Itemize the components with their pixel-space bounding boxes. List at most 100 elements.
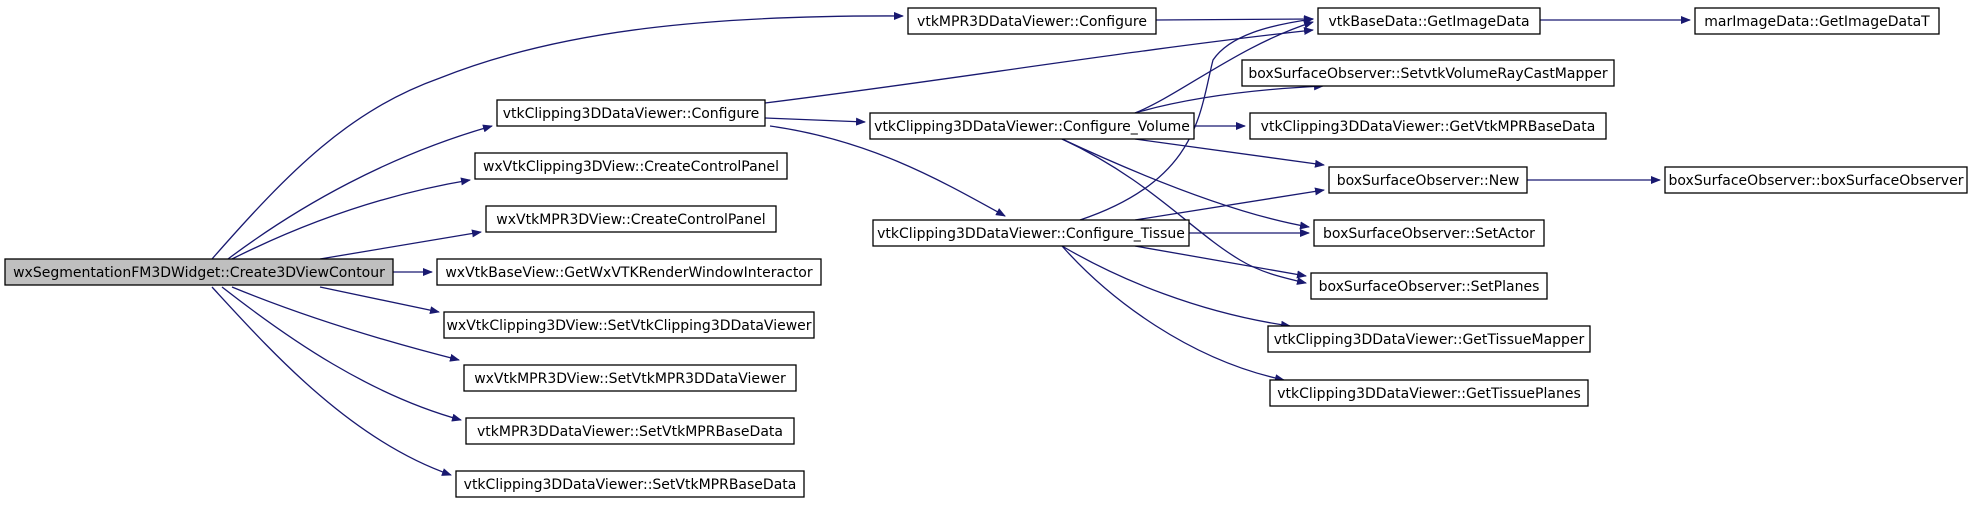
edge-configure_volume-to-getimagedata [1134, 20, 1314, 114]
node-mpr-configure[interactable]: vtkMPR3DDataViewer::Configure [907, 7, 1157, 35]
node-setplanes[interactable]: boxSurfaceObserver::SetPlanes [1310, 272, 1548, 300]
node-label: vtkBaseData::GetImageData [1328, 14, 1529, 30]
node-label: boxSurfaceObserver::SetvtkVolumeRayCastM… [1248, 66, 1607, 82]
node-clip-configure[interactable]: vtkClipping3DDataViewer::Configure [496, 99, 766, 127]
node-setmprviewer[interactable]: wxVtkMPR3DView::SetVtkMPR3DDataViewer [463, 364, 797, 392]
node-setraycast[interactable]: boxSurfaceObserver::SetvtkVolumeRayCastM… [1241, 59, 1615, 87]
node-box [869, 112, 1195, 140]
node-label: vtkClipping3DDataViewer::GetTissuePlanes [1277, 386, 1580, 402]
edge-root-to-mpr_configure [211, 11, 904, 260]
node-box [907, 7, 1157, 35]
node-label: wxSegmentationFM3DWidget::Create3DViewCo… [13, 265, 385, 281]
node-label: vtkMPR3DDataViewer::SetVtkMPRBaseData [477, 424, 783, 440]
edge-path [1134, 138, 1325, 168]
edge-path [1134, 187, 1325, 221]
edge-path [211, 286, 452, 476]
node-setactor[interactable]: boxSurfaceObserver::SetActor [1313, 219, 1545, 247]
node-box [872, 219, 1190, 247]
edge-path [1079, 16, 1314, 221]
node-getmprbase[interactable]: vtkClipping3DDataViewer::GetVtkMPRBaseDa… [1249, 112, 1607, 140]
edge-configure_volume-to-bso_new [1134, 138, 1325, 168]
edge-configure_tissue-to-getimagedata [1079, 16, 1314, 221]
edge-configure_tissue-to-gettissuemapper [1061, 245, 1291, 329]
edge-root-to-clip_setbase [211, 286, 452, 476]
node-getimagedata[interactable]: vtkBaseData::GetImageData [1317, 7, 1541, 35]
edge-clip_configure-to-configure_tissue [769, 125, 1006, 217]
node-box [1267, 325, 1591, 353]
edge-path [1061, 138, 1310, 230]
node-label: boxSurfaceObserver::SetPlanes [1319, 279, 1540, 295]
node-box [443, 311, 815, 339]
node-box [1313, 219, 1545, 247]
edge-root-to-setclipviewer [319, 286, 440, 315]
edge-configure_volume-to-setraycast [1134, 82, 1324, 114]
edge-path [1134, 20, 1314, 114]
node-label: vtkClipping3DDataViewer::GetVtkMPRBaseDa… [1261, 119, 1596, 135]
edge-path [319, 229, 482, 260]
node-label: boxSurfaceObserver::SetActor [1323, 226, 1535, 242]
node-label: boxSurfaceObserver::New [1337, 173, 1520, 189]
edge-configure_volume-to-setactor [1061, 138, 1310, 230]
node-getimagedatat[interactable]: marImageData::GetImageDataT [1694, 7, 1940, 35]
edge-path [1134, 245, 1307, 279]
node-box [4, 258, 394, 286]
edge-path [764, 27, 1314, 104]
node-box [1269, 379, 1589, 407]
node-box [1317, 7, 1541, 35]
node-configure-tissue[interactable]: vtkClipping3DDataViewer::Configure_Tissu… [872, 219, 1190, 247]
node-label: marImageData::GetImageDataT [1704, 14, 1930, 30]
edge-path [1134, 82, 1324, 114]
edge-configure_tissue-to-gettissueplanes [1061, 245, 1285, 383]
node-getinteractor[interactable]: wxVtkBaseView::GetWxVTKRenderWindowInter… [436, 258, 822, 286]
edge-configure_volume-to-setplanes [1061, 138, 1307, 285]
edge-path [231, 177, 471, 260]
node-gettissueplanes[interactable]: vtkClipping3DDataViewer::GetTissuePlanes [1269, 379, 1589, 407]
node-clip-setbase[interactable]: vtkClipping3DDataViewer::SetVtkMPRBaseDa… [455, 470, 805, 498]
node-box [1694, 7, 1940, 35]
edge-path [1061, 138, 1307, 285]
node-label: wxVtkMPR3DView::CreateControlPanel [496, 212, 765, 228]
node-bso-new[interactable]: boxSurfaceObserver::New [1328, 166, 1528, 194]
edge-clip_configure-to-configure_volume [764, 117, 866, 126]
node-mpr-setbase[interactable]: vtkMPR3DDataViewer::SetVtkMPRBaseData [465, 417, 795, 445]
edge-path [319, 286, 440, 315]
node-box [1241, 59, 1615, 87]
edge-configure_tissue-to-bso_new [1134, 187, 1325, 221]
edge-root-to-setmprviewer [231, 286, 460, 362]
node-box [1328, 166, 1528, 194]
node-gettissuemapper[interactable]: vtkClipping3DDataViewer::GetTissueMapper [1267, 325, 1591, 353]
edge-path [231, 286, 460, 362]
node-mpr-createpanel[interactable]: wxVtkMPR3DView::CreateControlPanel [485, 205, 777, 233]
edge-root-to-mpr_createpanel [319, 229, 482, 260]
node-clip-createpanel[interactable]: wxVtkClipping3DView::CreateControlPanel [474, 152, 788, 180]
node-bso-ctor[interactable]: boxSurfaceObserver::boxSurfaceObserver [1664, 166, 1968, 194]
edge-path [227, 124, 493, 260]
node-label: wxVtkClipping3DView::CreateControlPanel [483, 159, 779, 175]
node-box [463, 364, 797, 392]
edge-root-to-clip_createpanel [231, 177, 471, 260]
edge-path [211, 11, 904, 260]
edge-path [769, 125, 1006, 217]
node-label: vtkClipping3DDataViewer::Configure_Volum… [874, 119, 1190, 135]
node-box [465, 417, 795, 445]
node-box [1310, 272, 1548, 300]
edge-root-to-clip_configure [227, 124, 493, 260]
node-setclipviewer[interactable]: wxVtkClipping3DView::SetVtkClipping3DDat… [443, 311, 815, 339]
edge-path [221, 286, 462, 422]
node-label: wxVtkBaseView::GetWxVTKRenderWindowInter… [445, 265, 813, 281]
node-box [1249, 112, 1607, 140]
node-root[interactable]: wxSegmentationFM3DWidget::Create3DViewCo… [4, 258, 394, 286]
edge-path [1061, 245, 1291, 329]
node-label: vtkClipping3DDataViewer::Configure_Tissu… [877, 226, 1185, 242]
node-layer: wxSegmentationFM3DWidget::Create3DViewCo… [4, 7, 1968, 498]
edge-path [764, 117, 866, 126]
edge-path [1061, 245, 1285, 383]
node-box [455, 470, 805, 498]
edge-clip_configure-to-getimagedata [764, 27, 1314, 104]
node-box [474, 152, 788, 180]
edge-root-to-mpr_setbase [221, 286, 462, 422]
node-box [485, 205, 777, 233]
node-label: wxVtkMPR3DView::SetVtkMPR3DDataViewer [474, 371, 786, 387]
node-configure-volume[interactable]: vtkClipping3DDataViewer::Configure_Volum… [869, 112, 1195, 140]
